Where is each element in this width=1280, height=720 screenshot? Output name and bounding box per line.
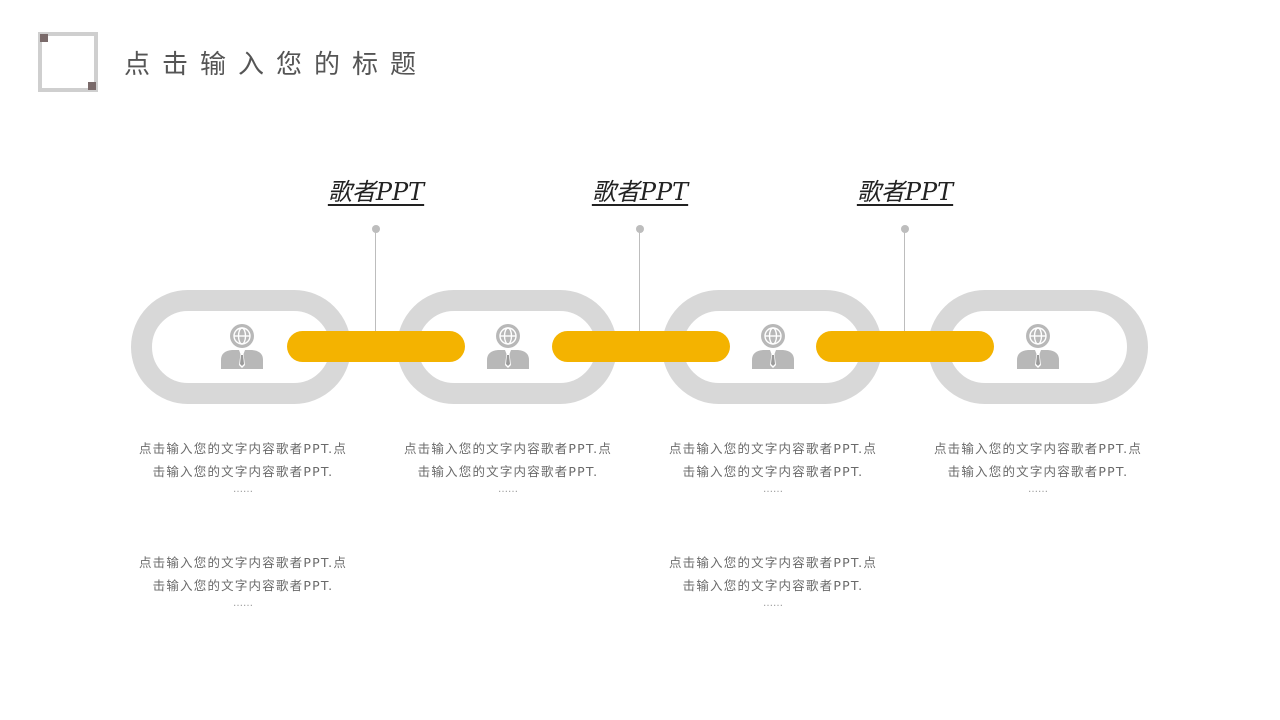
chain-heading-3[interactable]: 歌者PPT [856,178,954,206]
page-title[interactable]: 点击输入您的标题 [124,50,429,80]
logo-corner-dot [40,34,48,42]
text-block-4[interactable]: 点击输入您的文字内容歌者PPT.点 击输入您的文字内容歌者PPT. …… [918,437,1158,497]
person-globe-icon [752,324,794,369]
text-line: 击输入您的文字内容歌者PPT. [682,578,864,593]
text-block-3[interactable]: 点击输入您的文字内容歌者PPT.点 击输入您的文字内容歌者PPT. …… [653,437,893,497]
chain-connector-3 [816,331,994,362]
chain-connector-2 [552,331,730,362]
text-ellipsis: …… [1028,484,1048,495]
pin-line [639,232,640,332]
pin-dot [636,225,644,233]
text-line: 击输入您的文字内容歌者PPT. [152,578,334,593]
text-block-5[interactable]: 点击输入您的文字内容歌者PPT.点 击输入您的文字内容歌者PPT. …… [123,551,363,611]
person-globe-icon [487,324,529,369]
chain-connector-1 [287,331,465,362]
text-block-1[interactable]: 点击输入您的文字内容歌者PPT.点 击输入您的文字内容歌者PPT. …… [123,437,363,497]
text-ellipsis: …… [498,484,518,495]
chain-heading-1[interactable]: 歌者PPT [327,178,425,206]
text-line: 点击输入您的文字内容歌者PPT.点 [668,441,878,456]
text-ellipsis: …… [763,598,783,609]
text-line: 击输入您的文字内容歌者PPT. [152,464,334,479]
pin-line [904,232,905,332]
text-line: 击输入您的文字内容歌者PPT. [682,464,864,479]
text-line: 点击输入您的文字内容歌者PPT.点 [138,441,348,456]
text-line: 击输入您的文字内容歌者PPT. [417,464,599,479]
text-block-6[interactable]: 点击输入您的文字内容歌者PPT.点 击输入您的文字内容歌者PPT. …… [653,551,893,611]
person-globe-icon [1017,324,1059,369]
text-line: 点击输入您的文字内容歌者PPT.点 [403,441,613,456]
chain-heading-2[interactable]: 歌者PPT [591,178,689,206]
logo-corner-dot [88,82,96,90]
pin-dot [901,225,909,233]
text-ellipsis: …… [233,598,253,609]
text-line: 点击输入您的文字内容歌者PPT.点 [933,441,1143,456]
text-line: 点击输入您的文字内容歌者PPT.点 [668,555,878,570]
text-ellipsis: …… [763,484,783,495]
text-ellipsis: …… [233,484,253,495]
pin-line [375,232,376,332]
text-line: 击输入您的文字内容歌者PPT. [947,464,1129,479]
logo-square-icon [38,32,98,92]
text-block-2[interactable]: 点击输入您的文字内容歌者PPT.点 击输入您的文字内容歌者PPT. …… [388,437,628,497]
person-globe-icon [221,324,263,369]
pin-dot [372,225,380,233]
text-line: 点击输入您的文字内容歌者PPT.点 [138,555,348,570]
